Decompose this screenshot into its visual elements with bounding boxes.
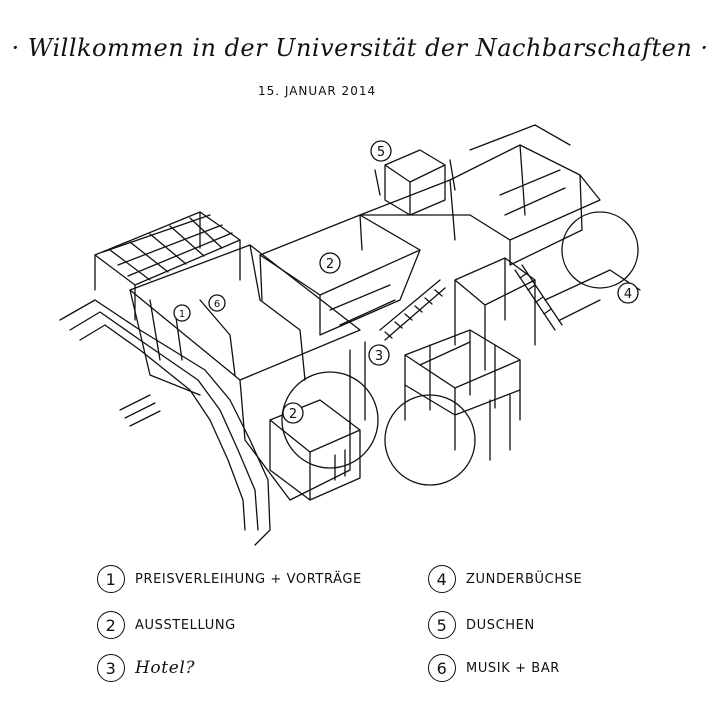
marker-1: 1 (173, 304, 191, 322)
marker-2-lower: 2 (282, 402, 304, 424)
legend-label: Preisverleihung + Vorträge (135, 571, 362, 587)
legend-label: Zunderbüchse (466, 571, 583, 587)
legend-number: 2 (97, 611, 125, 639)
site-path-2 (69, 311, 259, 531)
legend-number: 5 (428, 611, 456, 639)
svg-text:4: 4 (624, 287, 632, 302)
left-wing (129, 244, 361, 381)
legend-number: 6 (428, 654, 456, 682)
legend-item-5: 5 Duschen (428, 611, 535, 639)
stairs (119, 394, 161, 427)
svg-text:5: 5 (377, 145, 385, 160)
site-arc-2 (384, 394, 476, 486)
isometric-building-drawing: 2 2 3 4 5 6 1 (59, 124, 641, 546)
staircase-right (514, 264, 563, 331)
site-path (59, 299, 271, 546)
legend-number: 3 (97, 654, 125, 682)
svg-text:1: 1 (179, 309, 185, 320)
central-block (259, 214, 421, 296)
legend-number: 1 (97, 565, 125, 593)
legend-item-6: 6 Musik + Bar (428, 654, 560, 682)
marker-3: 3 (368, 344, 390, 366)
marker-2-upper: 2 (319, 252, 341, 274)
marker-6: 6 (208, 294, 226, 312)
site-path-3 (79, 324, 246, 531)
legend-label: Ausstellung (135, 617, 236, 633)
upper-right-building (359, 144, 601, 241)
staircase-left (379, 279, 446, 341)
page-title: · Willkommen in der Universität der Nach… (11, 34, 709, 62)
site-arc-1 (281, 371, 379, 469)
site-arc-3 (561, 211, 639, 289)
svg-text:2: 2 (289, 407, 297, 422)
legend-number: 4 (428, 565, 456, 593)
date-label: 15. JANUAR 2014 (258, 84, 377, 98)
svg-text:2: 2 (326, 257, 334, 272)
legend-item-4: 4 Zunderbüchse (428, 565, 582, 593)
svg-text:6: 6 (214, 299, 220, 310)
tower (384, 149, 446, 216)
legend-item-1: 1 Preisverleihung + Vorträge (97, 565, 362, 593)
scaffold (404, 329, 521, 389)
legend-label: Hotel? (135, 658, 196, 678)
room-box (269, 399, 361, 501)
legend-label: Musik + Bar (466, 660, 560, 676)
legend-item-3: 3 Hotel? (97, 654, 195, 682)
legend-item-2: 2 Ausstellung (97, 611, 236, 639)
marker-5: 5 (370, 140, 392, 162)
marker-4: 4 (617, 282, 639, 304)
legend-label: Duschen (466, 617, 535, 633)
svg-text:3: 3 (375, 349, 383, 364)
